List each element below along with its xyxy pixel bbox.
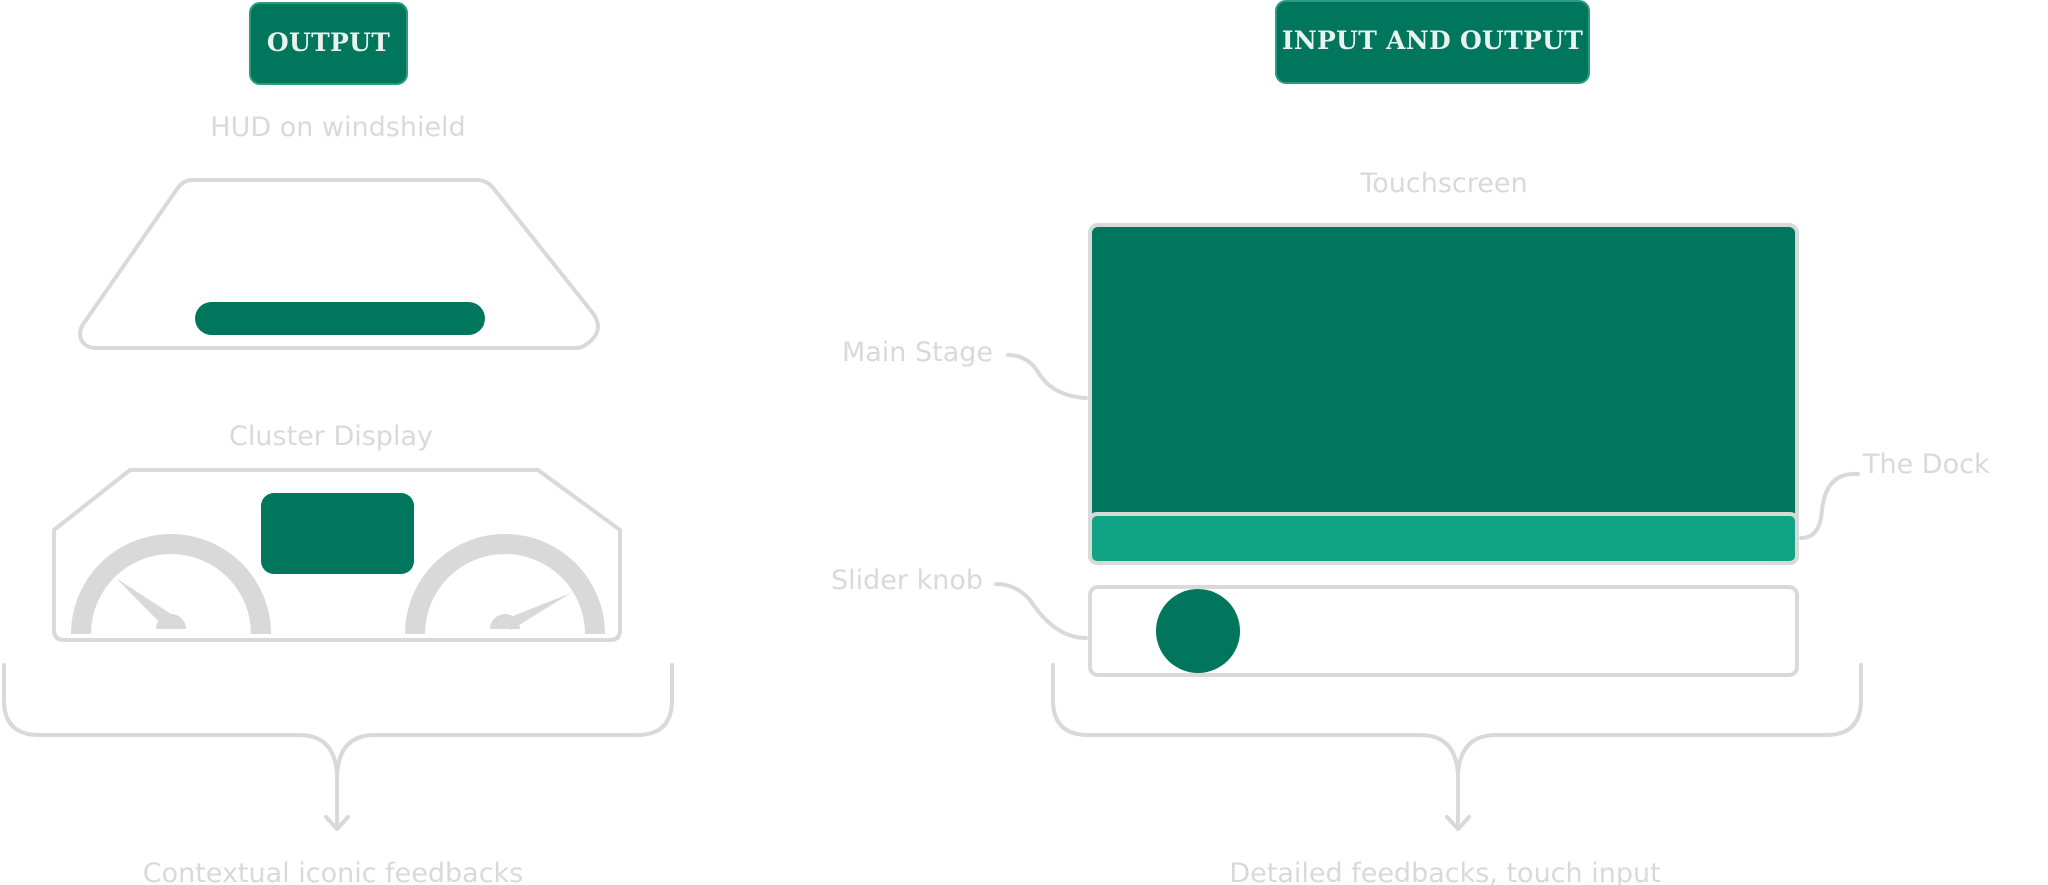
main-stage-connector <box>1006 353 1088 400</box>
io-summary: Detailed feedbacks, touch input <box>1229 858 1660 885</box>
hud-label: HUD on windshield <box>210 112 465 143</box>
io-chip-background <box>1275 0 1590 84</box>
right-gauge-needle <box>503 593 571 630</box>
dock-connector <box>1799 471 1860 540</box>
dock-label: The Dock <box>1862 449 1990 480</box>
cluster-screen <box>261 493 414 574</box>
slider-knob <box>1156 589 1240 673</box>
main-stage-label: Main Stage <box>842 337 993 368</box>
slider-connector <box>994 582 1088 640</box>
hud-bar <box>195 302 485 335</box>
io-chip: INPUT AND OUTPUT <box>1275 0 1590 84</box>
output-summary: Contextual iconic feedbacks <box>143 858 524 885</box>
output-section: OUTPUT HUD on windshield Cluster Display <box>2 2 674 885</box>
io-section: INPUT AND OUTPUT Touchscreen Main Stage … <box>831 0 1990 885</box>
output-chip-background <box>249 2 408 85</box>
right-gauge <box>405 534 605 634</box>
touchscreen-label: Touchscreen <box>1359 168 1527 199</box>
main-stage-screen <box>1088 223 1799 564</box>
output-chip: OUTPUT <box>249 2 408 85</box>
output-bracket <box>2 663 674 777</box>
windshield-outline <box>78 178 600 350</box>
io-bracket <box>1051 663 1863 777</box>
io-chip-label: INPUT AND OUTPUT <box>1282 26 1583 55</box>
output-arrow-head <box>324 815 350 831</box>
left-gauge-arc <box>71 534 271 634</box>
cluster-outline <box>52 468 622 642</box>
left-gauge-needle <box>116 578 177 628</box>
right-gauge-arc <box>405 534 605 634</box>
dock-bar <box>1088 512 1799 565</box>
left-gauge <box>71 534 271 634</box>
io-arrow-head <box>1445 815 1471 831</box>
slider-label: Slider knob <box>831 565 983 596</box>
slider-track <box>1088 585 1799 677</box>
output-chip-label: OUTPUT <box>267 28 390 57</box>
cluster-label: Cluster Display <box>229 421 433 452</box>
